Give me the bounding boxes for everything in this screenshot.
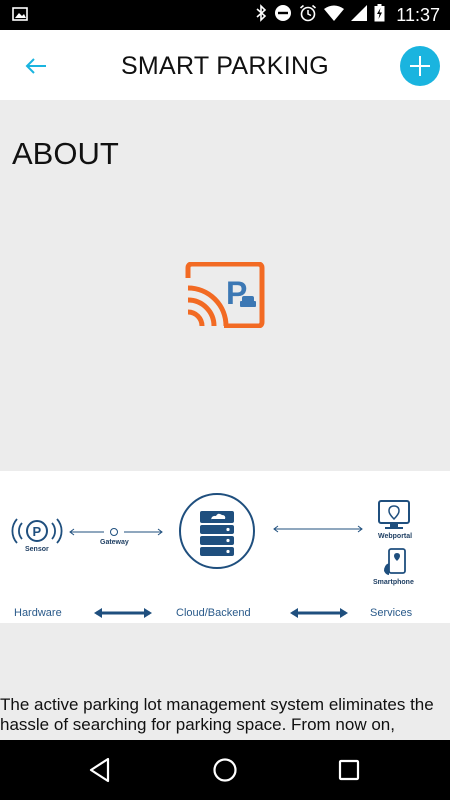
architecture-diagram: P [0,471,450,623]
cloud-server-icon [179,493,255,569]
content-area[interactable]: ABOUT P P [0,100,450,740]
about-heading: ABOUT [12,136,119,171]
status-icons: 11:37 [255,3,440,27]
arrow-left-icon [25,58,46,74]
triangle-back-icon [89,757,110,783]
plus-icon [410,56,430,76]
webportal-icon [378,500,410,529]
svg-text:P: P [33,524,42,539]
description-text: The active parking lot management system… [0,695,434,734]
do-not-disturb-icon [274,4,292,27]
alarm-icon [299,4,317,27]
gateway-label: Gateway [100,539,129,546]
nav-home-button[interactable] [210,755,240,785]
sensor-label: Sensor [25,546,49,553]
navigation-bar [0,740,450,800]
sensor-icon: P [11,518,63,544]
nav-back-button[interactable] [85,755,115,785]
wifi-icon [324,5,345,26]
add-button[interactable] [400,46,440,86]
services-label: Services [370,607,413,619]
webportal-label: Webportal [378,533,413,540]
hardware-label: Hardware [14,607,62,619]
smartphone-icon [384,548,406,575]
status-bar: 11:37 [0,0,450,30]
signal-icon [351,4,368,26]
status-time: 11:37 [396,4,440,25]
cloud-backend-label: Cloud/Backend [176,607,251,619]
app-bar: SMART PARKING [0,30,450,100]
image-icon [12,7,28,21]
smartphone-label: Smartphone [373,579,414,586]
nav-recents-button[interactable] [334,755,364,785]
page-title: SMART PARKING [120,52,330,80]
back-button[interactable] [20,50,52,82]
square-recents-icon [338,759,360,781]
gateway-icon [110,528,118,536]
circle-home-icon [213,758,237,782]
bluetooth-icon [255,3,267,27]
smart-parking-logo: P [184,261,266,329]
battery-charging-icon [374,3,385,27]
